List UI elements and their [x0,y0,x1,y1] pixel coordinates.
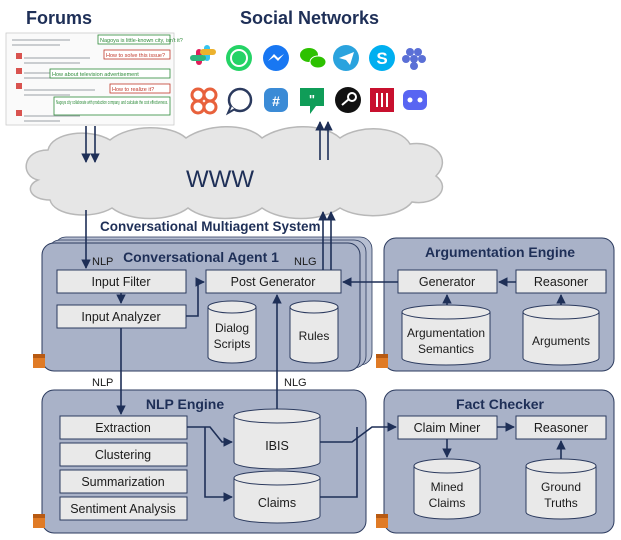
forum-screenshot: Nagoya is little-known city, isn't it? H… [5,32,183,126]
nlg-out-label: NLG [294,256,317,268]
svg-text:Clustering: Clustering [95,448,151,462]
svg-text:Extraction: Extraction [95,421,151,435]
svg-text:IBIS: IBIS [265,439,289,453]
svg-text:Reasoner: Reasoner [534,275,588,289]
arguments-db: Arguments [522,304,600,366]
aws-icon [376,354,388,368]
fact-reasoner-box [515,415,607,440]
whatsapp-icon [226,45,252,71]
summarization-box [59,469,188,494]
post-generator-box [205,269,342,294]
svg-text:Input Filter: Input Filter [91,275,150,289]
svg-text:Summarization: Summarization [81,475,164,489]
groupme-icon: # [264,88,288,112]
svg-text:Claims: Claims [258,496,296,510]
clustering-box [59,442,188,467]
cluster-icon [190,87,218,115]
nlp-in-label: NLP [92,256,113,268]
dialog-scripts-db: Dialog Scripts [207,300,257,364]
skype-icon: S [369,45,395,71]
argumentation-semantics-db: Argumentation Semantics [401,304,491,366]
svg-text:": " [309,92,315,107]
grape-icon [402,48,426,70]
forum-callout [97,34,171,45]
svg-text:Semantics: Semantics [418,342,474,356]
svg-text:How to realize it?: How to realize it? [112,87,154,93]
social-icons: S # " [190,45,427,116]
svg-text:S: S [376,49,387,68]
bars-icon [370,88,394,112]
svg-text:Arguments: Arguments [532,334,590,348]
www-label: WWW [186,166,254,193]
aws-icon [376,514,388,528]
agent-title: Conversational Agent 1 [123,249,279,265]
svg-text:Mined: Mined [431,480,464,494]
nlp-title: NLP Engine [146,396,225,412]
mined-claims-db: Mined Claims [413,458,481,520]
svg-text:Input Analyzer: Input Analyzer [81,310,160,324]
social-networks-title: Social Networks [240,8,379,28]
wechat-icon [300,48,327,69]
nlp-down-label: NLP [92,377,113,389]
hangouts-icon: " [300,88,324,114]
sentiment-analysis-box [59,496,188,521]
aws-icon [33,514,45,528]
messenger-icon [263,45,289,71]
svg-text:Generator: Generator [419,275,475,289]
svg-text:Reasoner: Reasoner [534,421,588,435]
forum-callout [109,83,171,94]
svg-text:How to solve this issue?: How to solve this issue? [106,53,165,59]
ground-truths-db: Ground Truths [525,458,597,520]
svg-text:Nagoya is little-known city, i: Nagoya is little-known city, isn't it? [100,38,183,44]
forum-callout [103,49,171,60]
steam-icon [335,87,361,113]
cmas-title: Conversational Multiagent System [100,219,321,234]
svg-text:Argumentation: Argumentation [407,326,485,340]
nlg-up-label: NLG [284,377,307,389]
www-cloud: WWW [25,126,443,220]
svg-text:Ground: Ground [541,480,581,494]
aws-icon [33,354,45,368]
svg-text:How about television advertise: How about television advertisement [52,72,139,78]
discord-icon [403,90,427,110]
svg-text:Nagoya city collaborate with p: Nagoya city collaborate with production … [56,100,168,106]
telegram-icon [333,45,359,71]
svg-text:Scripts: Scripts [214,337,251,351]
svg-text:Post Generator: Post Generator [231,275,316,289]
fact-checker-title: Fact Checker [456,396,544,412]
svg-text:#: # [272,93,280,109]
svg-text:Dialog: Dialog [215,321,249,335]
svg-text:Claim Miner: Claim Miner [414,421,481,435]
forums-title: Forums [26,8,92,28]
argumentation-title: Argumentation Engine [425,244,575,260]
svg-text:Claims: Claims [429,496,466,510]
claims-db: Claims [233,470,321,524]
forum-callout [53,96,171,116]
forum-callout [49,68,171,79]
ibis-db: IBIS [233,408,321,470]
svg-text:Sentiment Analysis: Sentiment Analysis [70,502,176,516]
chat-bubble-icon [225,87,253,116]
rules-db: Rules [289,300,339,364]
svg-text:Truths: Truths [544,496,578,510]
slack-icon [190,45,216,65]
svg-text:Rules: Rules [299,329,330,343]
